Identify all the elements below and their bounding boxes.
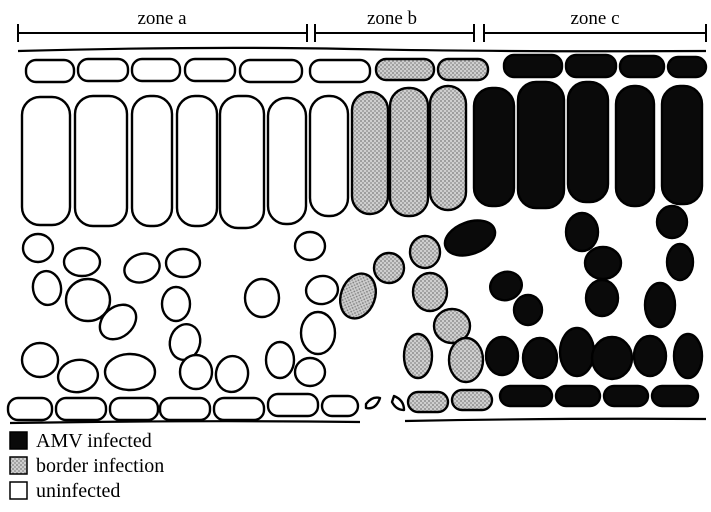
lower-epidermis bbox=[8, 386, 698, 420]
mesophyll-cell bbox=[586, 280, 618, 316]
mesophyll-cell bbox=[301, 312, 335, 354]
epidermis-cell bbox=[652, 386, 698, 406]
upper-epidermis bbox=[26, 55, 706, 82]
zone-b-label: zone b bbox=[367, 8, 417, 29]
epidermis-cell bbox=[604, 386, 648, 406]
mesophyll-cell bbox=[440, 214, 500, 262]
legend-swatch-border bbox=[10, 457, 27, 474]
mesophyll-cell bbox=[166, 249, 200, 277]
mesophyll-cell bbox=[213, 353, 251, 394]
palisade-cell bbox=[430, 86, 466, 210]
epidermis-cell bbox=[214, 398, 264, 420]
mesophyll-cell bbox=[645, 283, 675, 327]
mesophyll-cell bbox=[56, 357, 101, 395]
epidermis-cell bbox=[268, 394, 318, 416]
mesophyll-cell bbox=[105, 354, 155, 390]
palisade-cell bbox=[616, 86, 654, 206]
palisade-cell bbox=[568, 82, 608, 202]
epidermis-cell bbox=[408, 392, 448, 412]
upper-epidermis-line bbox=[18, 48, 706, 51]
mesophyll-cell bbox=[374, 253, 404, 283]
epidermis-cell bbox=[26, 60, 74, 82]
epidermis-cell bbox=[8, 398, 52, 420]
legend-swatch-infected bbox=[10, 432, 27, 449]
mesophyll-cell bbox=[592, 337, 632, 379]
epidermis-cell bbox=[185, 59, 235, 81]
zone-a-label: zone a bbox=[137, 8, 187, 29]
epidermis-cell bbox=[556, 386, 600, 406]
epidermis-cell bbox=[160, 398, 210, 420]
epidermis-cell bbox=[566, 55, 616, 77]
mesophyll-cell bbox=[566, 213, 598, 251]
epidermis-cell bbox=[240, 60, 302, 82]
mesophyll-cell bbox=[449, 338, 483, 382]
mesophyll-cell bbox=[634, 336, 666, 376]
mesophyll-cell bbox=[22, 343, 58, 377]
mesophyll-cell bbox=[64, 248, 100, 276]
epidermis-cell bbox=[438, 59, 488, 80]
mesophyll-cell bbox=[162, 287, 190, 321]
epidermis-cell bbox=[132, 59, 180, 81]
palisade-cell bbox=[75, 96, 127, 226]
mesophyll-cell bbox=[180, 355, 212, 389]
epidermis-cell bbox=[376, 59, 434, 80]
palisade-cell bbox=[220, 96, 264, 228]
mesophyll-cell bbox=[486, 337, 518, 375]
legend-label-infected: AMV infected bbox=[36, 430, 152, 452]
mesophyll-cell bbox=[30, 269, 63, 307]
epidermis-cell bbox=[504, 55, 562, 77]
mesophyll-cell bbox=[674, 334, 702, 378]
palisade-layer bbox=[22, 82, 702, 228]
palisade-cell bbox=[390, 88, 428, 216]
epidermis-cell bbox=[78, 59, 128, 81]
zone-c-label: zone c bbox=[570, 8, 619, 29]
mesophyll-cell bbox=[404, 334, 432, 378]
spongy-mesophyll bbox=[22, 206, 702, 395]
palisade-cell bbox=[132, 96, 172, 226]
legend-label-uninfected: uninfected bbox=[36, 480, 120, 502]
legend-swatch-uninfected bbox=[10, 482, 27, 499]
epidermis-cell bbox=[310, 60, 370, 82]
mesophyll-cell bbox=[23, 234, 53, 262]
epidermis-cell bbox=[56, 398, 106, 420]
mesophyll-cell bbox=[410, 236, 440, 268]
legend-label-border: border infection bbox=[36, 455, 164, 477]
mesophyll-cell bbox=[295, 232, 325, 260]
epidermis-cell bbox=[668, 57, 706, 77]
mesophyll-cell bbox=[120, 249, 163, 288]
palisade-cell bbox=[177, 96, 217, 226]
palisade-cell bbox=[268, 98, 306, 224]
legend: AMV infected border infection uninfected bbox=[10, 430, 164, 502]
mesophyll-cell bbox=[523, 338, 557, 378]
mesophyll-cell bbox=[560, 328, 594, 376]
mesophyll-cell bbox=[334, 269, 382, 324]
epidermis-cell bbox=[500, 386, 552, 406]
epidermis-cell bbox=[322, 396, 358, 416]
epidermis-cell bbox=[620, 56, 664, 77]
mesophyll-cell bbox=[295, 358, 325, 386]
mesophyll-cell bbox=[266, 342, 294, 378]
palisade-cell bbox=[352, 92, 388, 214]
mesophyll-cell bbox=[657, 206, 687, 238]
epidermis-cell bbox=[452, 390, 492, 410]
mesophyll-cell bbox=[667, 244, 693, 280]
palisade-cell bbox=[22, 97, 70, 225]
guard-cell bbox=[366, 398, 380, 409]
mesophyll-cell bbox=[514, 295, 542, 325]
epidermis-cell bbox=[110, 398, 158, 420]
mesophyll-cell bbox=[245, 279, 279, 317]
mesophyll-cell bbox=[413, 273, 447, 311]
palisade-cell bbox=[310, 96, 348, 216]
palisade-cell bbox=[662, 86, 702, 204]
mesophyll-cell bbox=[585, 247, 621, 279]
mesophyll-cell bbox=[304, 273, 340, 306]
guard-cell bbox=[392, 396, 404, 410]
palisade-cell bbox=[474, 88, 514, 206]
palisade-cell bbox=[518, 82, 564, 208]
